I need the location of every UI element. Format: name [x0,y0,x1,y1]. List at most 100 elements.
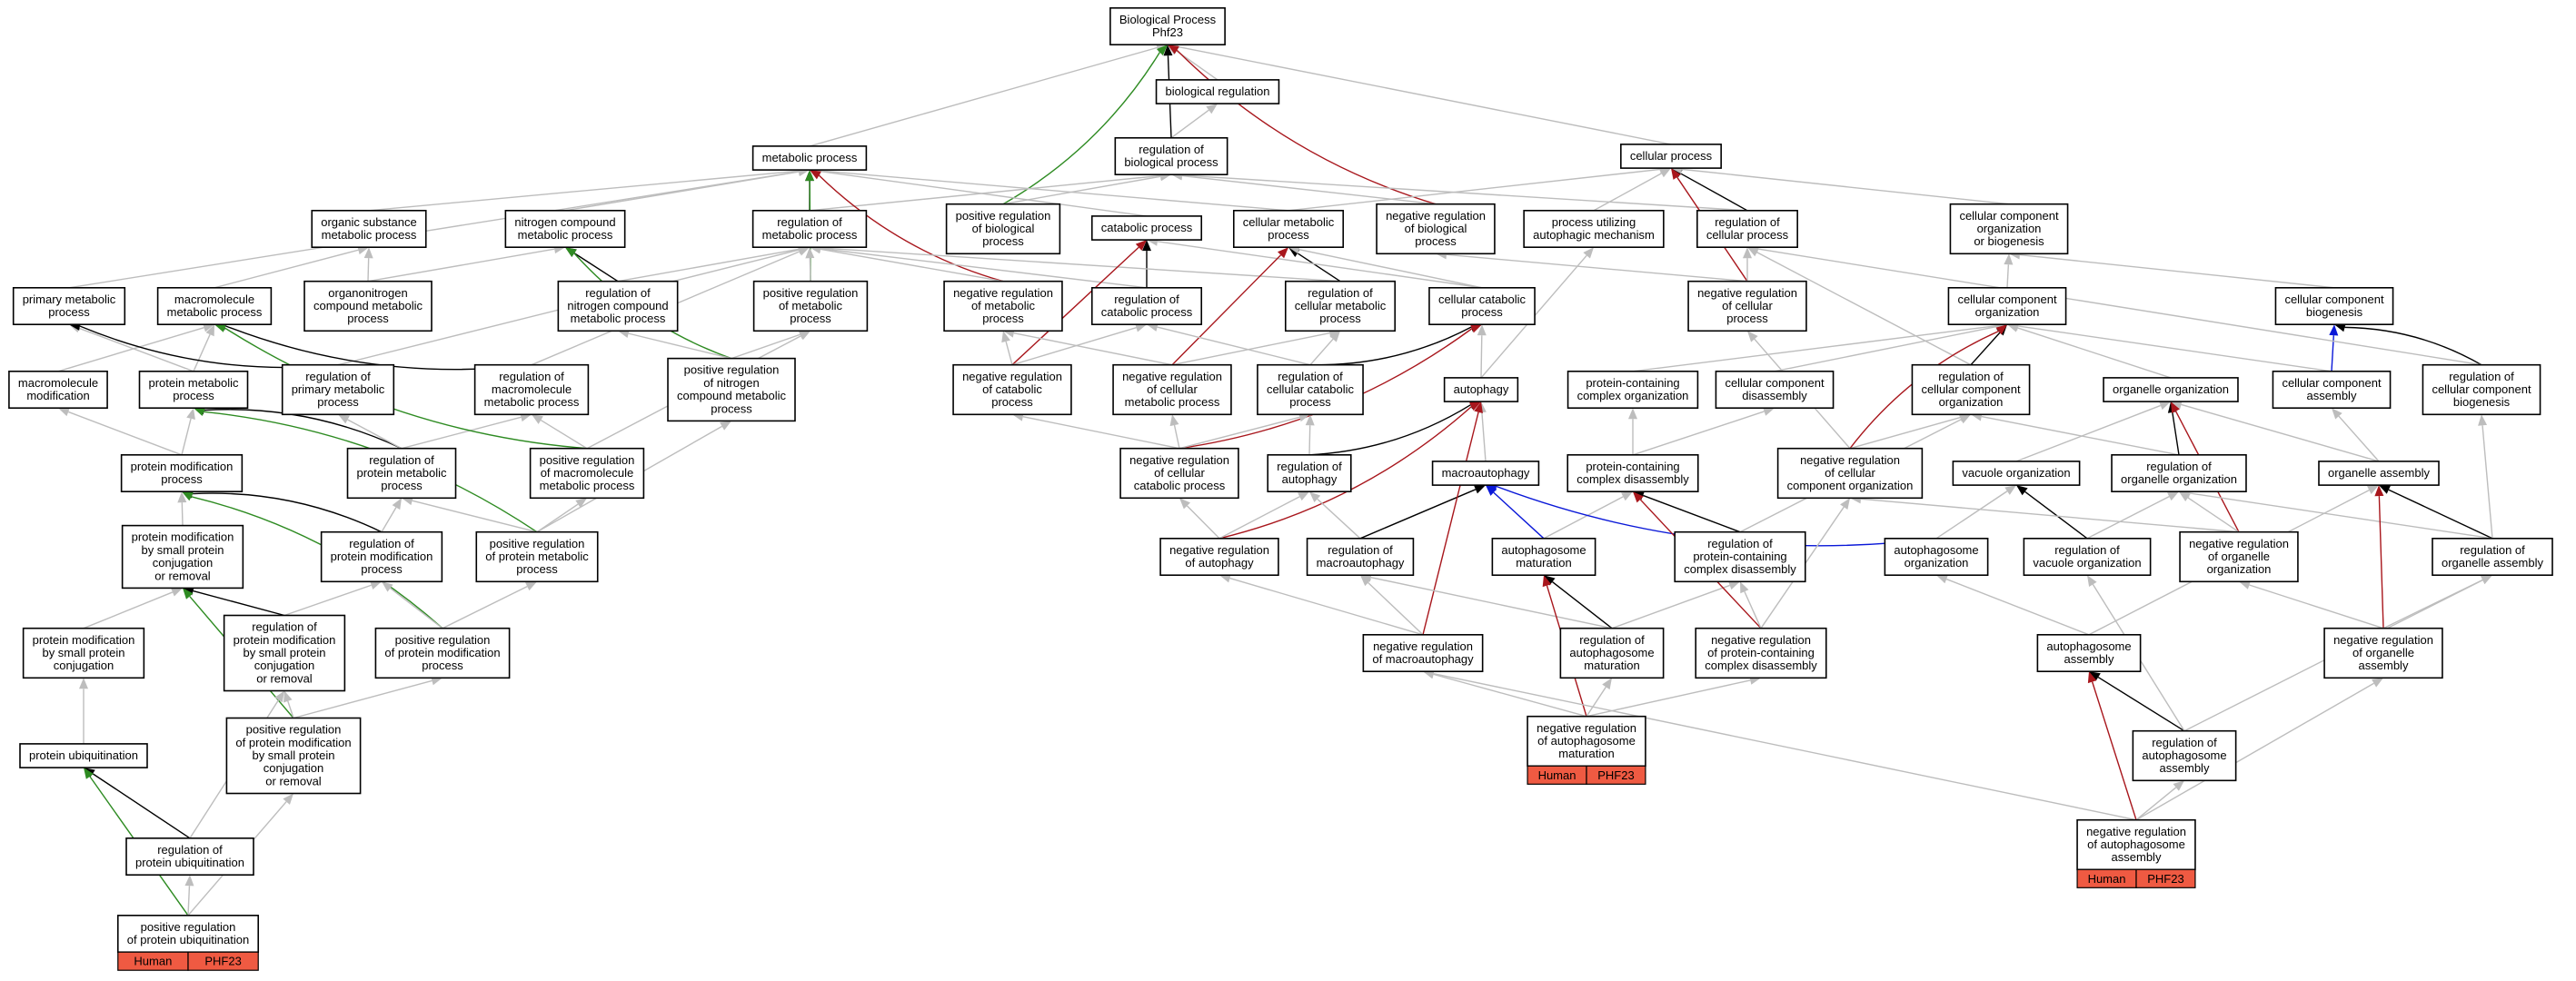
go-term-node[interactable]: organelle organization [2103,377,2239,402]
go-term-node[interactable]: catabolic process [1090,215,1203,241]
go-term-node[interactable]: protein ubiquitination [19,743,148,768]
node-box [1155,79,1280,104]
edge-negatively-regulates [1168,45,1437,205]
edge-line [401,416,522,450]
edge-is-a [402,496,538,533]
edge-arrowhead [1474,485,1486,494]
go-term-node[interactable]: cellular process [1620,144,1722,169]
node-label: positive regulation [684,363,780,377]
edge-line [540,419,588,450]
edge-is-a [1218,491,1309,540]
go-term-node[interactable]: autophagy [1443,377,1519,402]
edge-line [820,248,1004,282]
node-label: negative regulation [1386,209,1486,223]
edge-is-a [1360,572,1613,629]
edge-line [1176,49,1437,205]
edge-is-a [2015,401,2171,462]
go-term-node[interactable]: macroautophagy [1431,461,1540,486]
go-term-node[interactable]: biological regulation [1155,79,1280,104]
node-label: positive regulation [540,453,635,467]
annotation-species: Human [2088,872,2126,886]
node-label: regulation of [1114,292,1179,306]
node-label: conjugation [264,761,324,775]
edge-line [381,507,397,533]
node-label: regulation of [1938,370,2004,383]
go-term-node[interactable]: metabolic process [751,145,868,171]
go-term-node[interactable]: vacuole organization [1952,461,2081,486]
go-term-node[interactable]: organelle assembly [2318,461,2440,486]
edge-arrowhead [1135,322,1147,332]
edge-arrowhead [84,768,94,779]
